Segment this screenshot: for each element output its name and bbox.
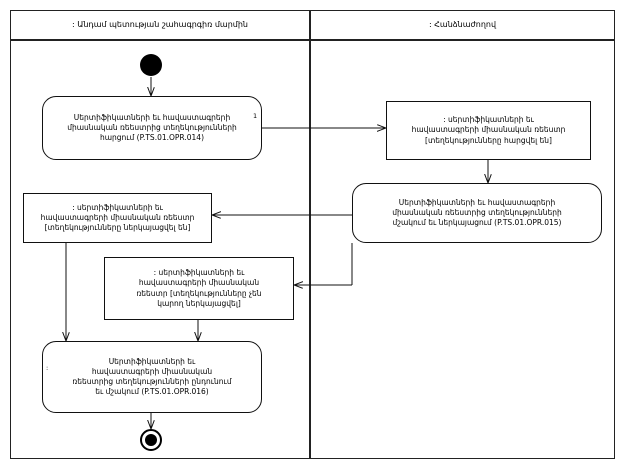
object-node-information-not-presented[interactable]: : սերտիֆիկատների եւ հավաստագրերի միասնակ… [104,257,294,320]
swimlane-body-member-state [10,40,310,459]
object-node-information-not-presented-label: : սերտիֆիկատների եւ հավաստագրերի միասնակ… [136,268,262,308]
swimlane-header-member-state: : Անդամ պետության շահագրգիռ մարմին [10,10,310,40]
swimlane-header-commission-label: : Հանձնաժողով [428,20,497,30]
swimlane-body-commission [310,40,615,459]
action-node-process-and-present-label: Սերտիֆիկատների եւ հավաստագրերի միասնական… [392,197,562,228]
swimlane-header-commission: : Հանձնաժողով [310,10,615,40]
action-node-request-information-label: Սերտիֆիկատների եւ հավաստագրերի միասնական… [67,112,237,143]
object-node-information-requested-label: : սերտիֆիկատների եւ հավաստագրերի միասնակ… [411,115,566,145]
edge-label-receive-marker: : [46,364,49,372]
object-node-information-presented[interactable]: : սերտիֆիկատների եւ հավաստագրերի միասնակ… [23,193,212,243]
action-node-receive-and-process-label: Սերտիֆիկատների եւ հավաստագրերի միասնական… [72,356,232,397]
object-node-information-presented-label: : սերտիֆիկատների եւ հավաստագրերի միասնակ… [40,202,195,233]
action-node-process-and-present[interactable]: Սերտիֆիկատների եւ հավաստագրերի միասնական… [352,183,602,243]
edge-label-request-multiplicity: 1 [253,112,258,120]
final-node [140,429,162,451]
action-node-request-information[interactable]: Սերտիֆիկատների եւ հավաստագրերի միասնական… [42,96,262,160]
action-node-receive-and-process[interactable]: Սերտիֆիկատների եւ հավաստագրերի միասնական… [42,341,262,413]
object-node-information-requested[interactable]: : սերտիֆիկատների եւ հավաստագրերի միասնակ… [386,101,591,160]
initial-node [140,54,162,76]
swimlane-header-member-state-label: : Անդամ պետության շահագրգիռ մարմին [71,20,248,30]
